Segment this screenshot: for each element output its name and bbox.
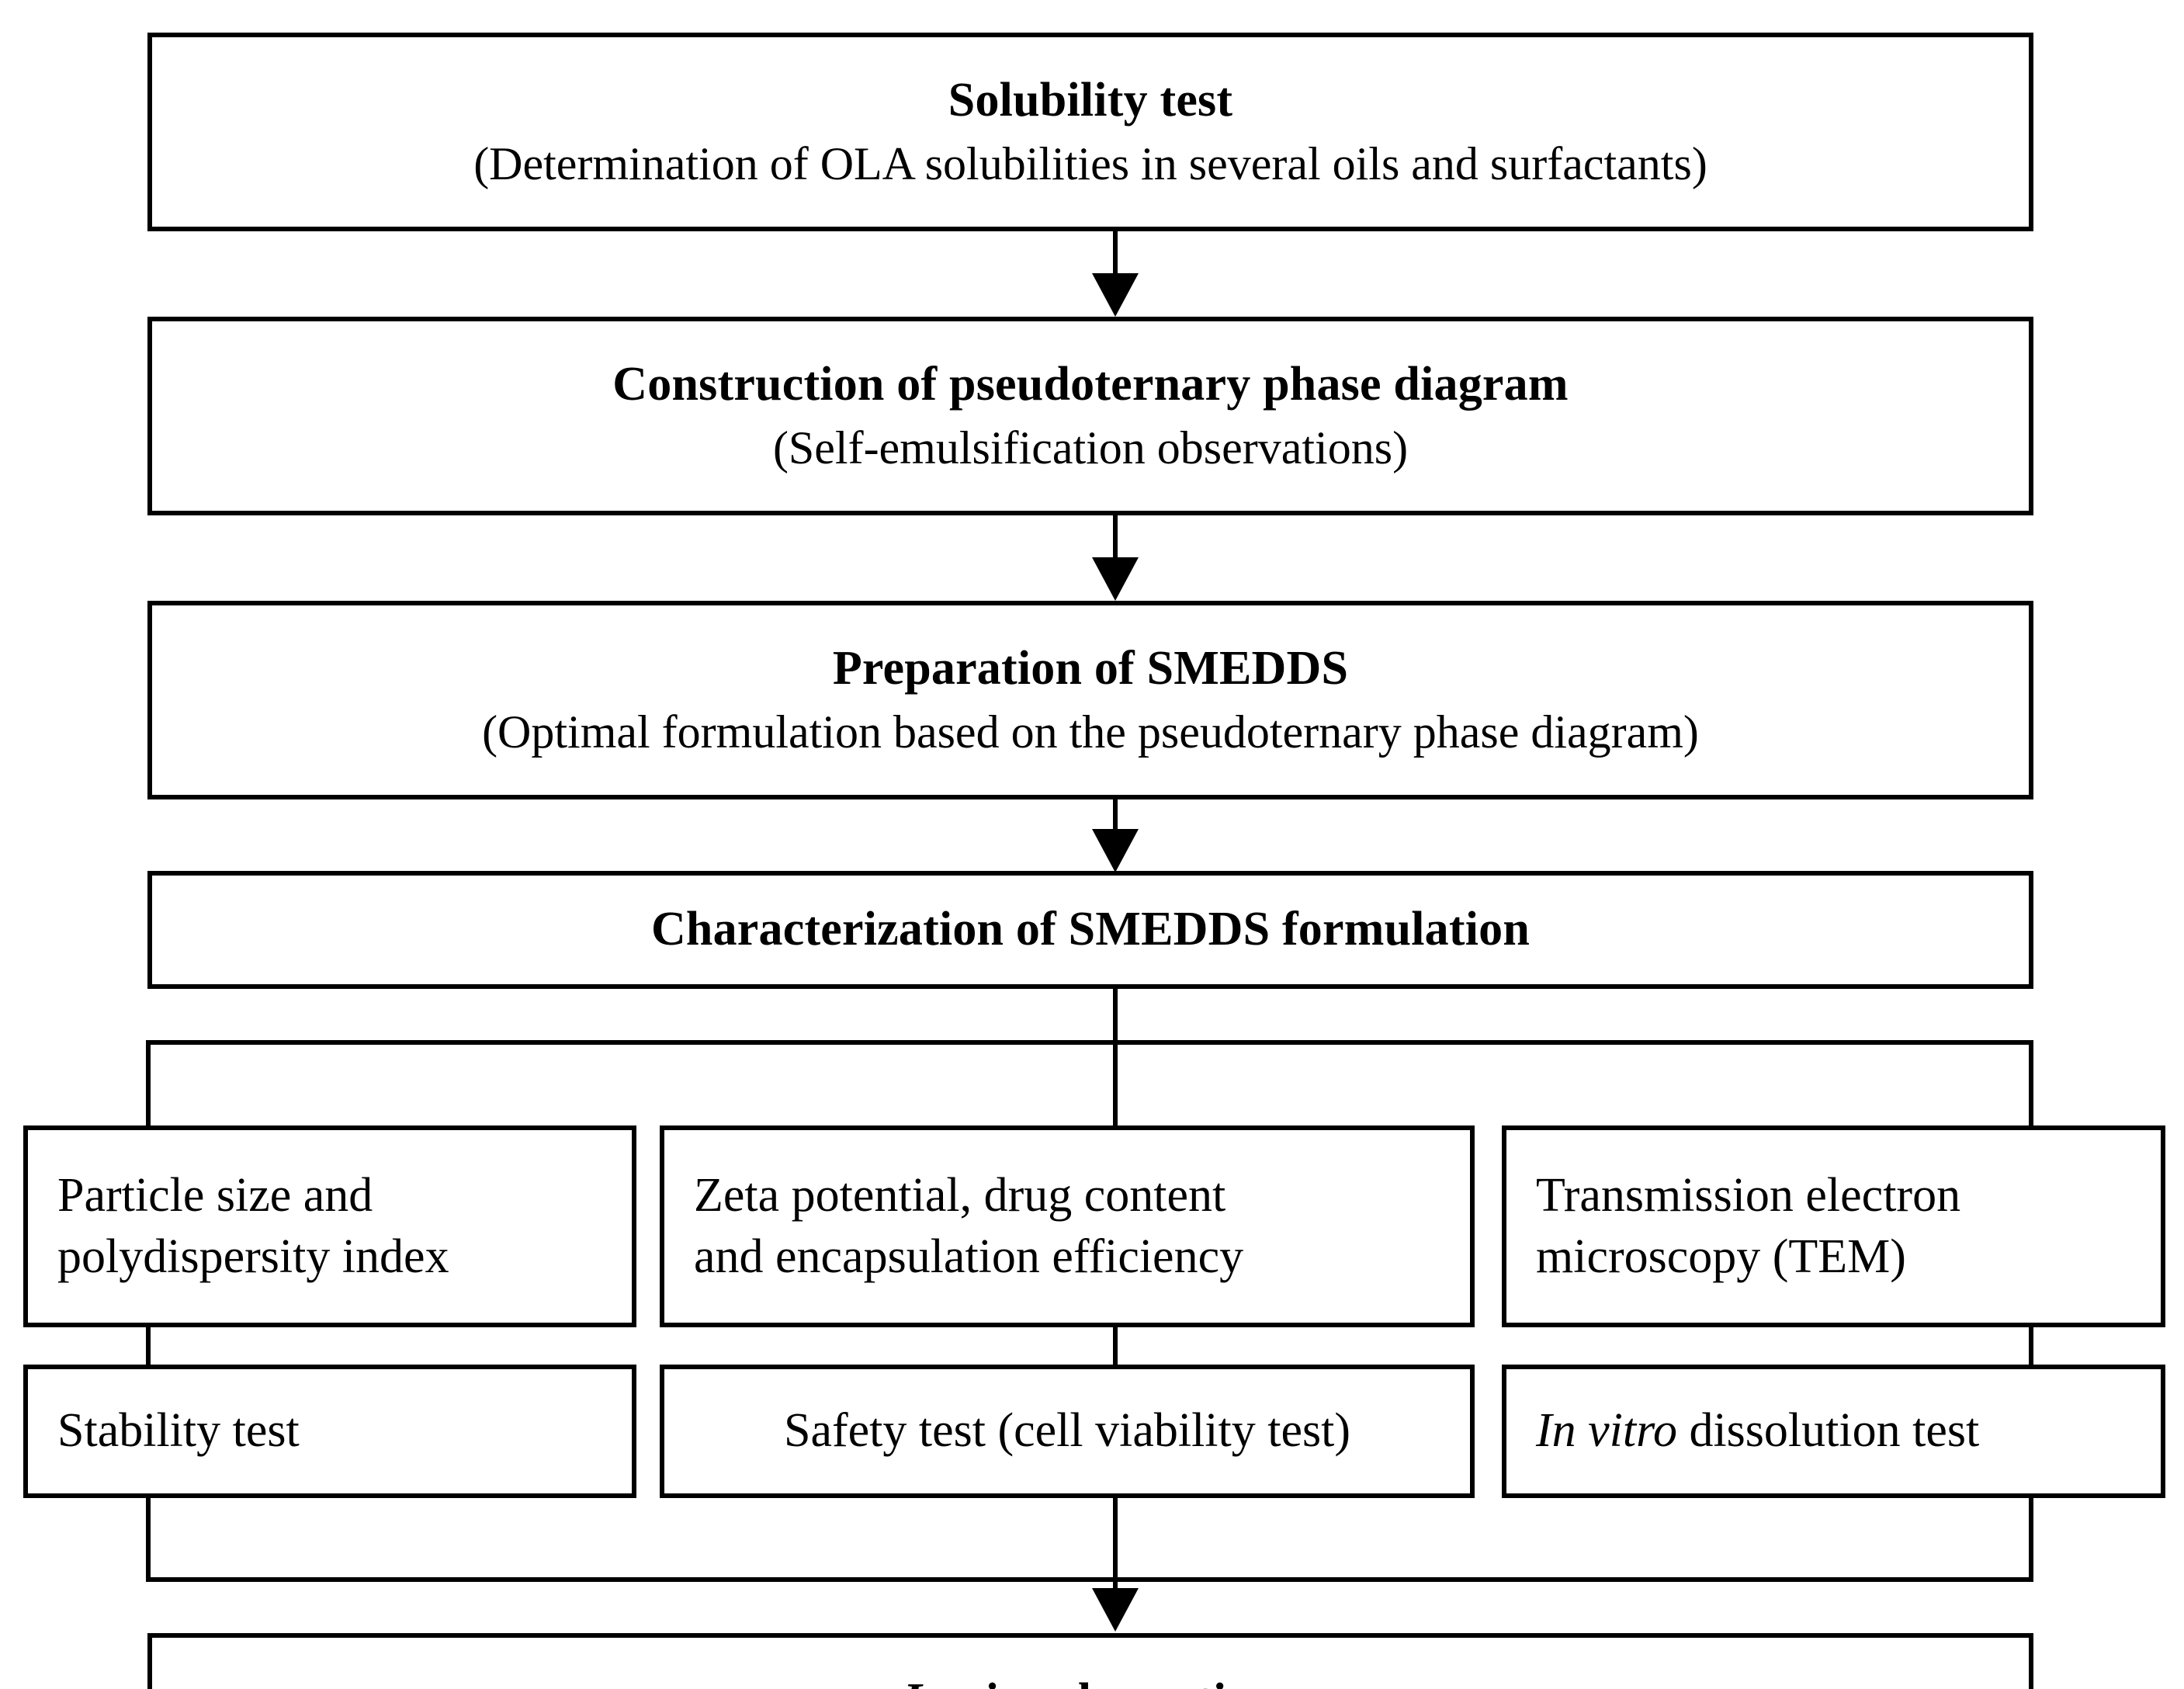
arrowhead-to-in-vivo-absorption (1092, 1588, 1139, 1632)
link-column-middle-row1-to-row2 (1113, 1324, 1118, 1368)
node-stability-test-label: Stability test (57, 1404, 300, 1458)
node-particle-size-pdi-line2: polydispersity index (57, 1230, 449, 1283)
branch-drop-column-middle (1113, 1040, 1118, 1127)
link-column-left-row1-to-row2 (146, 1324, 151, 1368)
node-tem-line2: microscopy (TEM) (1536, 1230, 1906, 1283)
node-preparation-smedds[interactable]: Preparation of SMEDDS (Optimal formulati… (147, 601, 2033, 799)
node-in-vitro-dissolution-test[interactable]: In vitro dissolution test (1502, 1365, 2165, 1498)
branch-bus-horizontal-top (146, 1040, 2033, 1045)
node-zeta-drug-content-ee-line2: and encapsulation efficiency (694, 1230, 1244, 1283)
merge-bus-horizontal-bottom (146, 1577, 2033, 1582)
node-safety-test-label: Safety test (cell viability test) (783, 1404, 1350, 1458)
arrowhead-preparation-to-characterization (1092, 829, 1139, 872)
node-tem[interactable]: Transmission electron microscopy (TEM) (1502, 1125, 2165, 1327)
node-phase-diagram-title: Construction of pseudoternary phase diag… (612, 357, 1569, 411)
node-solubility-test[interactable]: Solubility test (Determination of OLA so… (147, 33, 2033, 231)
merge-riser-column-right (2029, 1495, 2033, 1582)
node-particle-size-pdi[interactable]: Particle size and polydispersity index (23, 1125, 636, 1327)
node-in-vitro-dissolution-test-label-italic: In vitro (1536, 1404, 1677, 1458)
node-solubility-test-subtitle: (Determination of OLA solubilities in se… (473, 138, 1707, 190)
connector-phase-diagram-to-preparation (1113, 515, 1118, 576)
node-in-vitro-dissolution-test-label-rest: dissolution test (1676, 1404, 1980, 1458)
merge-stem-to-in-vivo (1113, 1495, 1118, 1608)
merge-riser-column-left (146, 1495, 151, 1582)
node-in-vivo-absorption[interactable]: In vivo absorption (Pharmacokinetic stud… (147, 1633, 2033, 1689)
node-preparation-smedds-subtitle: (Optimal formulation based on the pseudo… (482, 706, 1699, 758)
connector-preparation-to-characterization (1113, 799, 1118, 848)
node-preparation-smedds-title: Preparation of SMEDDS (832, 641, 1349, 695)
node-characterization-title: Characterization of SMEDDS formulation (650, 903, 1531, 956)
node-in-vivo-absorption-title-rest: absorption (1042, 1674, 1278, 1689)
branch-drop-column-left (146, 1040, 151, 1127)
node-in-vivo-absorption-title-italic: In vivo (903, 1674, 1042, 1689)
node-solubility-test-title: Solubility test (948, 73, 1233, 127)
arrowhead-phase-diagram-to-preparation (1092, 557, 1139, 601)
branch-drop-column-right (2029, 1040, 2033, 1127)
arrowhead-solubility-to-phase-diagram (1092, 273, 1139, 317)
node-in-vitro-dissolution-test-label: In vitro dissolution test (1536, 1400, 1979, 1462)
node-particle-size-pdi-line1: Particle size and (57, 1168, 373, 1222)
node-safety-test[interactable]: Safety test (cell viability test) (660, 1365, 1475, 1498)
link-column-right-row1-to-row2 (2029, 1324, 2033, 1368)
node-phase-diagram[interactable]: Construction of pseudoternary phase diag… (147, 317, 2033, 515)
branch-stem-characterization (1113, 989, 1118, 1045)
node-in-vivo-absorption-title: In vivo absorption (903, 1674, 1277, 1689)
node-zeta-drug-content-ee[interactable]: Zeta potential, drug content and encapsu… (660, 1125, 1475, 1327)
node-tem-line1: Transmission electron (1536, 1168, 1961, 1222)
node-characterization[interactable]: Characterization of SMEDDS formulation (147, 871, 2033, 989)
node-phase-diagram-subtitle: (Self-emulsification observations) (772, 422, 1409, 474)
node-zeta-drug-content-ee-line1: Zeta potential, drug content (694, 1168, 1226, 1222)
node-stability-test[interactable]: Stability test (23, 1365, 636, 1498)
connector-solubility-to-phase-diagram (1113, 231, 1118, 292)
